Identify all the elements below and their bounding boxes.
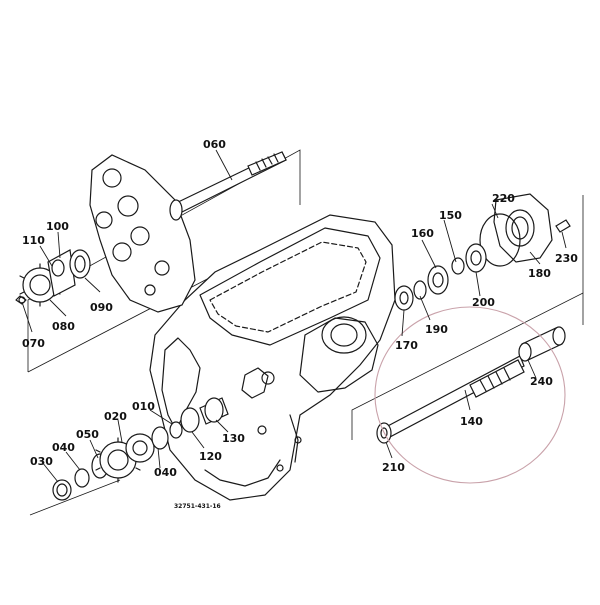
label-020: 020: [104, 410, 127, 423]
label-200: 200: [472, 296, 495, 309]
output-shaft-group: [376, 326, 566, 444]
input-shaft-060: [169, 151, 287, 221]
label-150: 150: [439, 209, 462, 222]
lower-gear-group: [52, 397, 229, 501]
part-number-labels: 060 100 110 090 080 070 150 160 220 180 …: [22, 138, 578, 479]
label-030: 030: [30, 455, 53, 468]
label-100: 100: [46, 220, 69, 233]
label-170: 170: [395, 339, 418, 352]
label-220: 220: [492, 192, 515, 205]
label-240: 240: [530, 375, 553, 388]
label-160: 160: [411, 227, 434, 240]
leader-lines: [21, 149, 567, 483]
label-080: 080: [52, 320, 75, 333]
label-040-right: 040: [154, 466, 177, 479]
idler-gear-group: [15, 249, 91, 307]
label-120: 120: [199, 450, 222, 463]
transmission-housing: [149, 214, 396, 501]
label-180: 180: [528, 267, 551, 280]
label-130: 130: [222, 432, 245, 445]
label-060: 060: [203, 138, 226, 151]
right-cover-group: [394, 193, 571, 311]
label-090: 090: [90, 301, 113, 314]
front-cover-plate: [89, 154, 196, 313]
label-210: 210: [382, 461, 405, 474]
drawing-code: 32751-431-16: [174, 503, 221, 510]
label-050: 050: [76, 428, 99, 441]
label-070: 070: [22, 337, 45, 350]
label-190: 190: [425, 323, 448, 336]
label-140: 140: [460, 415, 483, 428]
label-110: 110: [22, 234, 45, 247]
highlight-ring: [374, 306, 566, 484]
label-230: 230: [555, 252, 578, 265]
label-010: 010: [132, 400, 155, 413]
label-040-left: 040: [52, 441, 75, 454]
